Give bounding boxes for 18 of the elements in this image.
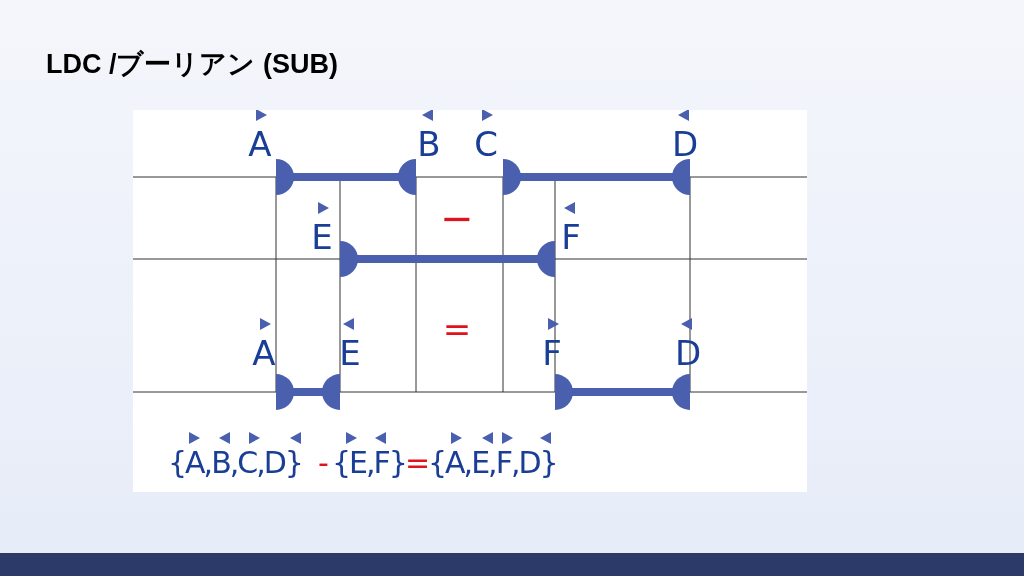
operator-sign: - bbox=[318, 448, 327, 478]
set-formula: {A,B,C,D} bbox=[168, 448, 302, 478]
endpoint-letter: A bbox=[248, 127, 272, 161]
endpoint-letter: C bbox=[474, 127, 498, 161]
endpoint-letter: D bbox=[671, 127, 699, 161]
endpoint-letter: F bbox=[542, 336, 562, 370]
endpoint-letter: F bbox=[561, 220, 581, 254]
operator-sign: = bbox=[405, 448, 429, 478]
endpoint-letter: D bbox=[674, 336, 702, 370]
slide-title: LDC /ブーリアン (SUB) bbox=[46, 48, 338, 81]
endpoint-letter: E bbox=[311, 220, 333, 254]
operator-sign: = bbox=[442, 312, 472, 346]
set-formula: {E,F} bbox=[332, 448, 406, 478]
set-formula: {A,E,F,D} bbox=[428, 448, 557, 478]
endpoint-letter: E bbox=[339, 336, 361, 370]
endpoint-letter: A bbox=[252, 336, 276, 370]
operator-sign: − bbox=[440, 198, 474, 238]
endpoint-letter: B bbox=[417, 127, 441, 161]
